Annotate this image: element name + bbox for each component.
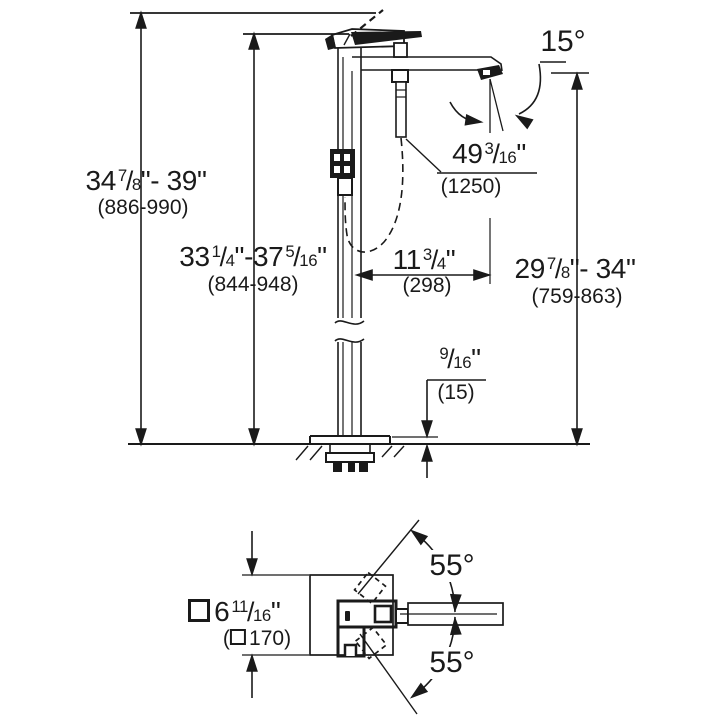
mounting-hardware xyxy=(325,444,375,472)
dim-text-segment: 5 xyxy=(285,242,295,262)
dim-text-segment: 6 xyxy=(214,596,230,627)
dim-text-segment: 16 xyxy=(299,250,318,270)
dim-text-segment: ( xyxy=(222,627,230,650)
dim-text-segment: "- 34" xyxy=(569,253,636,284)
dim-text-segment: " xyxy=(270,596,281,627)
handle-square xyxy=(373,604,393,624)
dim-text-segment: 49 xyxy=(452,138,483,169)
dim-text-segment: / xyxy=(554,254,562,284)
floor-hatching xyxy=(295,445,405,461)
label-base-plate-height-imperial: 9/16" xyxy=(437,343,481,374)
square-symbol-icon xyxy=(188,599,211,622)
dim-text-segment: 3 xyxy=(484,139,494,159)
dim-text-segment: / xyxy=(246,597,254,627)
dim-text-segment: / xyxy=(293,242,301,272)
diverter-knob xyxy=(393,42,408,58)
shower-hose xyxy=(344,137,404,253)
handle-raised-position xyxy=(350,9,384,37)
dim-base-plate-size xyxy=(242,531,309,698)
spout-connector xyxy=(395,608,409,624)
dim-text-segment: 33 xyxy=(179,241,210,272)
label-base-plate-height-metric: (15) xyxy=(437,381,475,404)
dim-text-segment: / xyxy=(219,242,227,272)
dim-text-segment: " xyxy=(471,343,481,374)
hand-shower xyxy=(391,69,409,138)
base-plate-outline xyxy=(309,574,394,656)
base-plate xyxy=(309,435,391,444)
dim-text-segment: 170) xyxy=(249,627,292,650)
dim-spout-reach xyxy=(356,218,491,284)
dim-text-segment: / xyxy=(492,139,500,169)
front-view-dimensions xyxy=(130,12,589,478)
dim-total-height xyxy=(135,12,147,445)
dim-text-segment: 11 xyxy=(231,597,248,617)
label-handle-swing-bottom: 55° xyxy=(426,646,478,680)
dim-text-segment: 11 xyxy=(392,244,422,275)
break-symbol xyxy=(334,338,365,343)
label-column-height-metric: (844-948) xyxy=(207,273,299,296)
dim-text-segment: 7 xyxy=(117,166,127,186)
dim-text-segment: 16 xyxy=(498,147,517,167)
dim-text-segment: 29 xyxy=(514,253,546,284)
dim-spout-height xyxy=(571,73,583,445)
dim-text-segment: 16 xyxy=(453,352,472,372)
dim-text-segment: 3 xyxy=(422,245,432,265)
label-handle-swing-top: 55° xyxy=(426,549,478,583)
dim-text-segment: 16 xyxy=(252,605,271,625)
dim-text-segment: 7 xyxy=(546,254,556,274)
dim-text-segment: "- 39" xyxy=(140,165,207,196)
dim-swivel-angle xyxy=(449,63,542,133)
hose-union xyxy=(330,149,355,196)
label-spout-swivel-angle: 15° xyxy=(537,25,589,59)
dim-text-segment: 9 xyxy=(439,344,449,364)
front-view-faucet xyxy=(128,9,590,472)
break-symbol xyxy=(334,320,365,325)
dim-text-segment: " xyxy=(445,244,456,275)
label-total-height-metric: (886-990) xyxy=(97,196,189,219)
leader-hose-length xyxy=(405,138,537,174)
dim-text-segment: "-37 xyxy=(234,241,284,272)
dim-text-segment: / xyxy=(447,344,455,374)
dim-text-segment: " xyxy=(516,138,526,169)
label-spout-height-metric: (759-863) xyxy=(531,285,623,308)
handle-position-upper xyxy=(353,571,387,605)
dim-text-segment: 8 xyxy=(560,262,570,282)
dim-text-segment: 1 xyxy=(211,242,221,262)
handle-position-lower xyxy=(354,626,388,660)
label-hose-length-metric: (1250) xyxy=(440,175,502,198)
lever-handle xyxy=(325,9,422,50)
dim-column-height xyxy=(248,33,260,445)
dim-base-plate-height xyxy=(421,379,486,478)
dim-text-segment: " xyxy=(317,241,327,272)
dim-text-segment: 34 xyxy=(85,165,117,196)
spout-arm xyxy=(352,42,503,80)
dim-text-segment: 8 xyxy=(131,174,141,194)
label-spout-reach-metric: (298) xyxy=(402,274,452,297)
square-symbol-icon xyxy=(229,629,247,646)
label-base-plate-size-metric: (170) xyxy=(222,627,292,651)
dim-text-segment: / xyxy=(430,245,438,275)
dim-text-segment: / xyxy=(125,166,133,196)
dim-text-segment: 4 xyxy=(436,253,446,273)
dim-text-segment: 4 xyxy=(225,250,235,270)
